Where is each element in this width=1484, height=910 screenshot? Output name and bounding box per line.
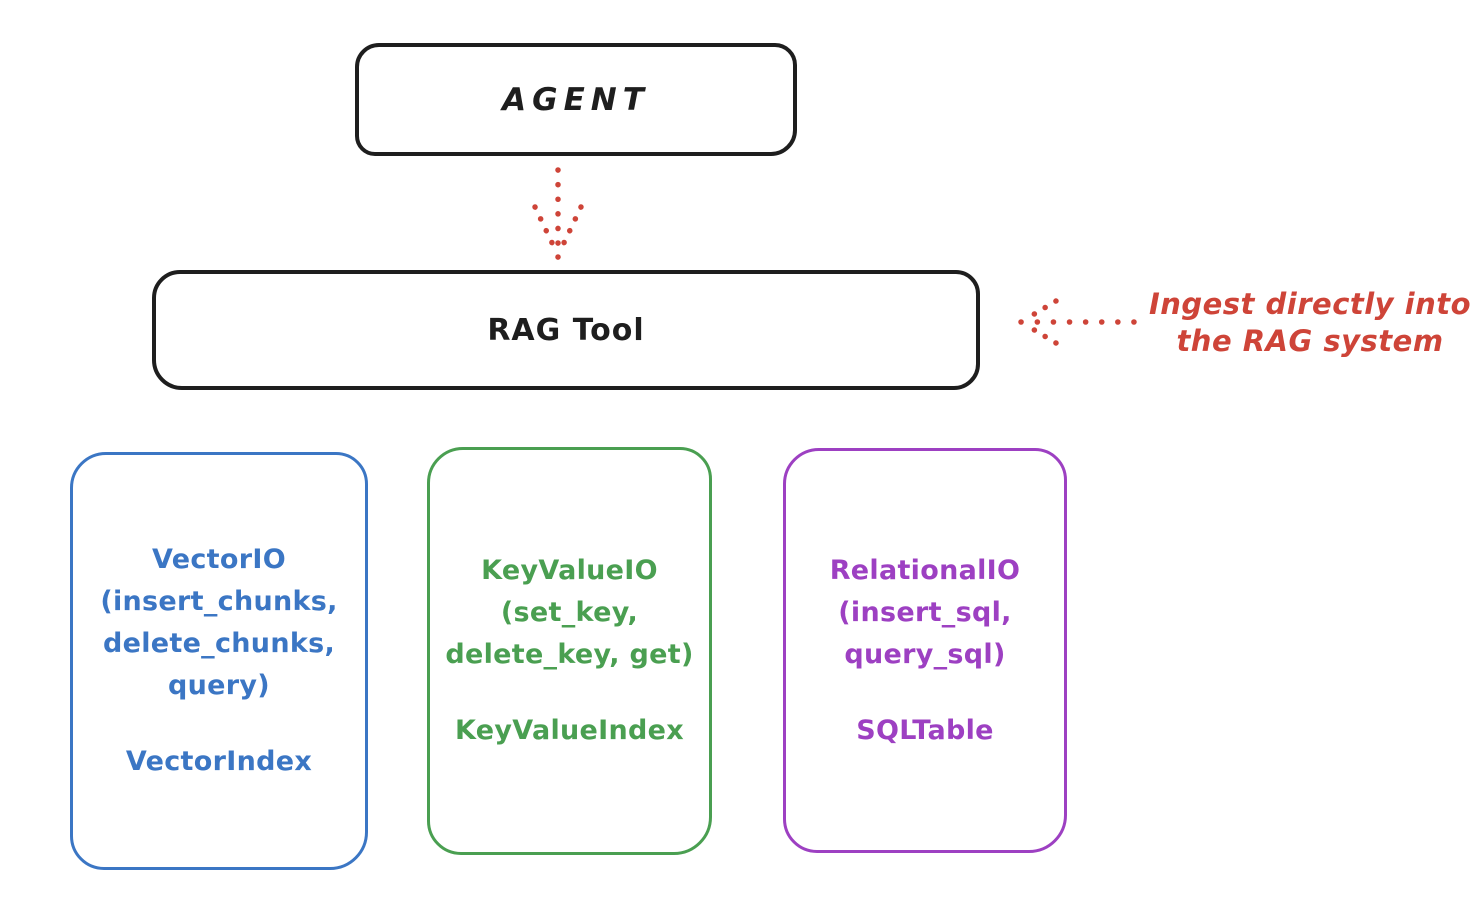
relational-io-line: query_sql) [844, 638, 1006, 670]
vector-io-line: VectorIO [152, 544, 286, 575]
ingest-annotation-line1: Ingest directly into [1148, 287, 1472, 321]
keyvalue-io-line: KeyValueIO [481, 555, 658, 586]
rag-tool-label: RAG Tool [487, 312, 645, 348]
keyvalue-io-title-block: KeyValueIO (set_key, delete_key, get) [445, 550, 693, 676]
vector-index-label: VectorIndex [125, 746, 313, 777]
vector-io-box: VectorIO (insert_chunks, delete_chunks, … [70, 452, 368, 870]
relational-io-title-block: RelationalIO (insert_sql, query_sql) [830, 550, 1021, 676]
left-arrow-icon [1018, 298, 1137, 346]
relational-io-line: (insert_sql, [838, 596, 1012, 628]
vector-io-line: delete_chunks, [102, 628, 336, 659]
sql-table-label: SQLTable [856, 714, 994, 746]
keyvalue-io-line: delete_key, get) [445, 639, 694, 670]
agent-box: AGENT [355, 43, 797, 156]
keyvalue-io-box: KeyValueIO (set_key, delete_key, get) Ke… [427, 447, 712, 855]
vector-io-line: (insert_chunks, [100, 586, 338, 617]
relational-io-line: RelationalIO [829, 554, 1021, 586]
keyvalue-io-line: (set_key, [500, 597, 639, 628]
keyvalue-index-label: KeyValueIndex [454, 715, 684, 746]
down-arrow-icon [532, 167, 584, 260]
vector-io-title-block: VectorIO (insert_chunks, delete_chunks, … [100, 539, 337, 707]
ingest-annotation-line2: the RAG system [1176, 324, 1444, 358]
vector-io-line: query) [168, 670, 270, 701]
rag-tool-box: RAG Tool [152, 270, 980, 390]
relational-io-box: RelationalIO (insert_sql, query_sql) SQL… [783, 448, 1067, 853]
ingest-annotation: Ingest directly into the RAG system [1140, 286, 1480, 360]
agent-label: AGENT [502, 81, 650, 118]
